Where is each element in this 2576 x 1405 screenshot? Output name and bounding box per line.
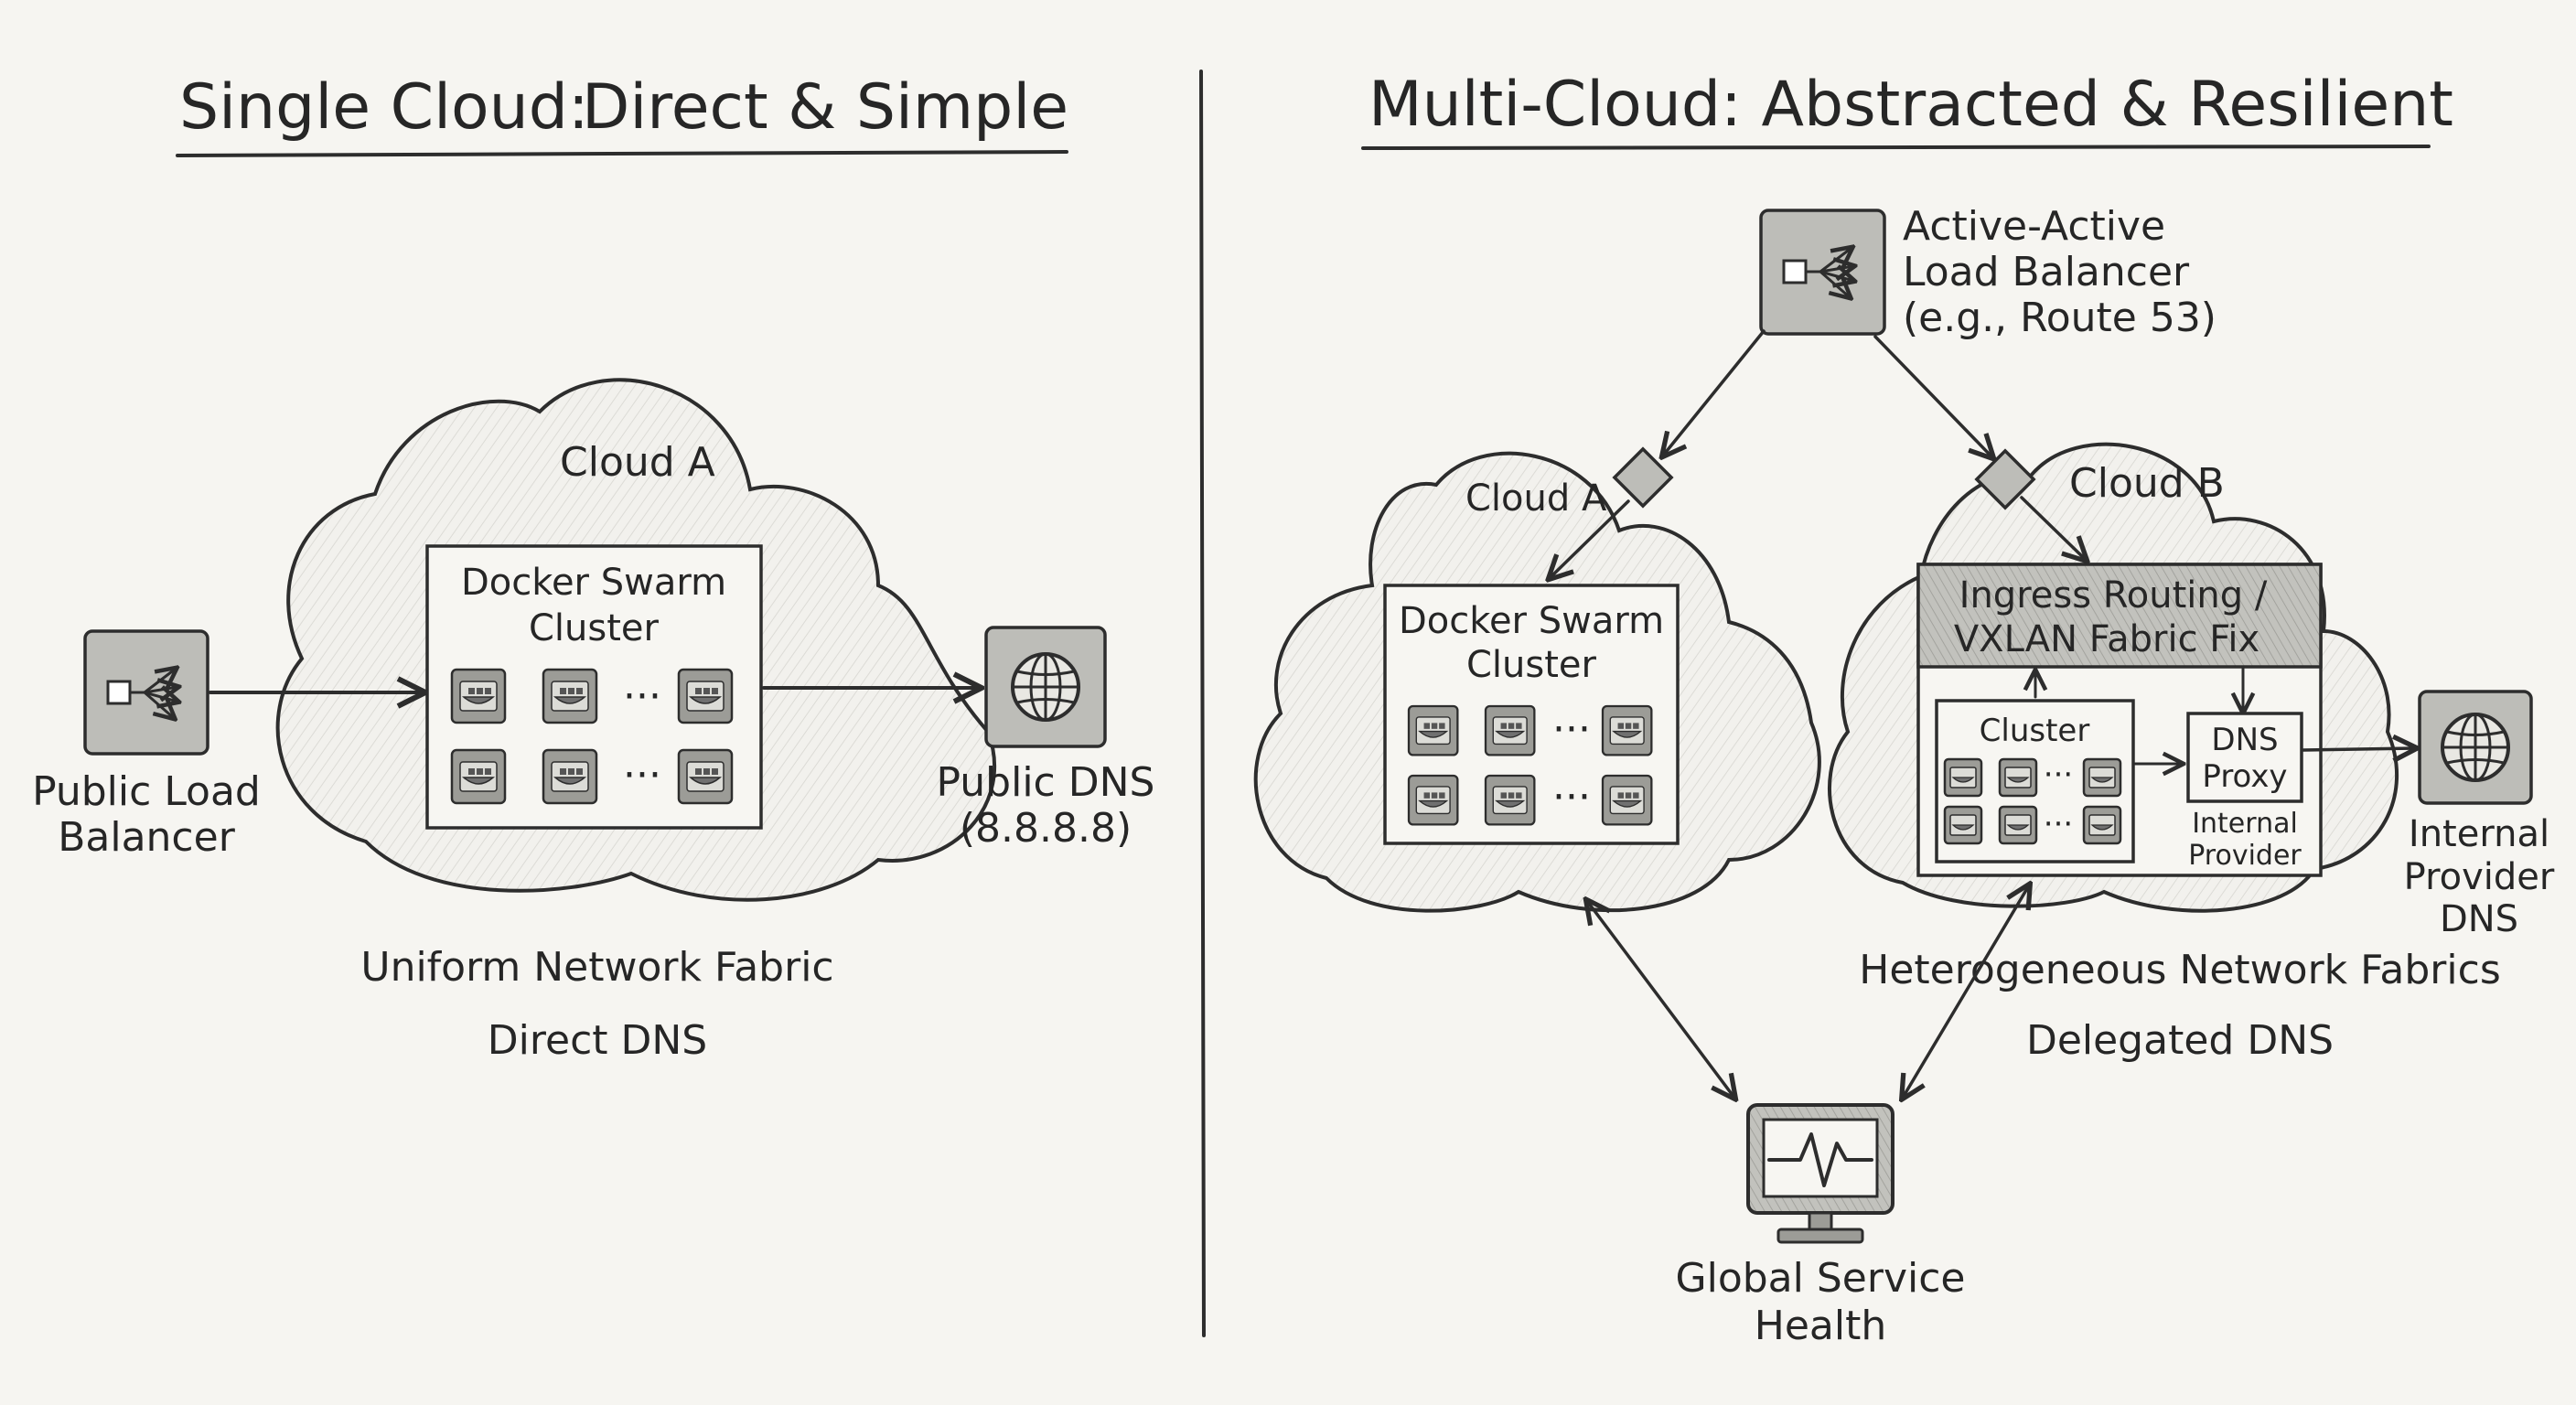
public-lb-line2: Balancer	[58, 814, 235, 861]
lb-to-cloud-a-arrow	[1663, 329, 1766, 456]
active-lb-line3: (e.g., Route 53)	[1903, 295, 2216, 341]
docker-container-icon	[677, 748, 734, 805]
left-dots-row2: ···	[623, 752, 661, 799]
cloud-b-label: Cloud B	[2069, 460, 2225, 507]
ingress-line2: VXLAN Fabric Fix	[1954, 618, 2259, 660]
docker-container-icon	[677, 668, 734, 724]
docker-container-icon	[1407, 774, 1459, 826]
docker-container-icon	[450, 748, 507, 805]
docker-container-icon	[1998, 805, 2038, 845]
right-caption-line1: Heterogeneous Network Fabrics	[1859, 947, 2501, 993]
docker-container-icon	[1484, 704, 1536, 756]
docker-container-icon	[1943, 805, 1983, 845]
left-title-part1: Single Cloud:	[179, 71, 589, 144]
left-cluster-line1: Docker Swarm	[461, 562, 726, 604]
cloud-b-cluster-label: Cluster	[1980, 713, 2090, 749]
ingress-routing-bar	[1916, 563, 2323, 669]
panel-divider	[1199, 70, 1206, 1337]
left-cloud-label: Cloud A	[560, 439, 715, 486]
proxy-to-internal-dns-arrow	[2302, 748, 2415, 750]
internal-provider-line2: Provider	[2188, 840, 2302, 872]
docker-container-icon	[1601, 774, 1653, 826]
left-title-part2: Direct & Simple	[582, 71, 1068, 144]
right-cluster-line2: Cluster	[1466, 644, 1597, 686]
cloud-b-router-arrow	[2020, 496, 2086, 560]
docker-container-icon	[1943, 757, 1983, 798]
left-title-underline	[176, 150, 1068, 157]
internal-dns-line2: Provider	[2404, 856, 2555, 898]
right-dots-row2: ···	[1552, 774, 1591, 820]
docker-container-icon	[1601, 704, 1653, 756]
docker-container-icon	[542, 748, 598, 805]
right-cluster-line1: Docker Swarm	[1399, 600, 1664, 642]
active-lb-line1: Active-Active	[1903, 203, 2165, 250]
right-dots-row1: ···	[1552, 706, 1591, 753]
docker-container-icon	[450, 668, 507, 724]
cloud-b-dots-row1: ···	[2044, 756, 2073, 793]
router-diamond-icon	[1612, 446, 1674, 509]
left-cluster-line2: Cluster	[529, 607, 660, 649]
docker-container-icon	[542, 668, 598, 724]
docker-container-icon	[1998, 757, 2038, 798]
cloud-b-health-arrow	[1903, 885, 2029, 1098]
health-monitor-icon	[1746, 1103, 1894, 1244]
dns-proxy-line1: DNS	[2211, 722, 2278, 758]
left-caption-line1: Uniform Network Fabric	[360, 944, 833, 991]
public-dns-line1: Public DNS	[937, 759, 1155, 806]
right-caption-line2: Delegated DNS	[2026, 1017, 2334, 1064]
active-lb-line2: Load Balancer	[1903, 249, 2190, 295]
router-diamond-icon	[1974, 448, 2036, 510]
health-line2: Health	[1755, 1303, 1886, 1349]
health-line1: Global Service	[1676, 1255, 1966, 1302]
internal-dns-line1: Internal	[2409, 813, 2549, 855]
public-dns-line2: (8.8.8.8)	[960, 805, 1132, 852]
ingress-line1: Ingress Routing /	[1959, 574, 2268, 617]
dns-proxy-line2: Proxy	[2202, 758, 2287, 795]
docker-container-icon	[1407, 704, 1459, 756]
cloud-a-health-arrow	[1587, 901, 1734, 1098]
globe-icon	[1011, 652, 1080, 722]
docker-container-icon	[1484, 774, 1536, 826]
cloud-a-router-arrow	[1550, 499, 1630, 578]
right-cloud-a-label: Cloud A	[1465, 477, 1607, 520]
right-title: Multi-Cloud: Abstracted & Resilient	[1368, 69, 2453, 141]
right-title-underline	[1361, 145, 2431, 150]
docker-container-icon	[2082, 757, 2122, 798]
public-lb-line1: Public Load	[32, 768, 261, 815]
left-caption-line2: Direct DNS	[488, 1017, 707, 1064]
internal-provider-line1: Internal	[2192, 808, 2298, 840]
dns-proxy-box	[2186, 712, 2303, 803]
left-dots-row1: ···	[623, 673, 661, 720]
lb-to-cloud-b-arrow	[1873, 335, 1992, 457]
internal-dns-line3: DNS	[2440, 898, 2518, 940]
globe-icon	[2441, 713, 2510, 782]
cloud-b-dots-row2: ···	[2044, 806, 2073, 842]
docker-container-icon	[2082, 805, 2122, 845]
